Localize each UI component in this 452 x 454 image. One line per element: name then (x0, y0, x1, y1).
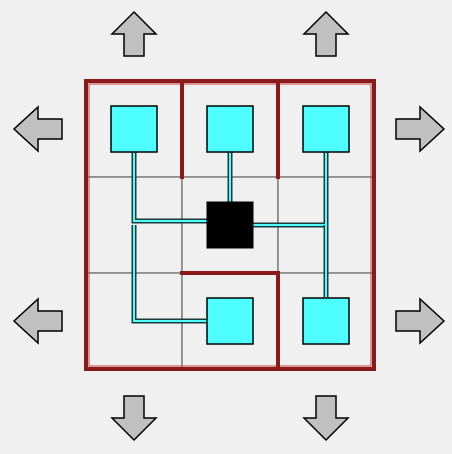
arrow-left-icon[interactable] (12, 105, 63, 153)
arrow-up-icon[interactable] (110, 10, 158, 57)
board-outer-wall-highlight (88, 83, 372, 367)
cyan-square-endpoint (302, 105, 350, 153)
pipe-to-top-left (133, 146, 230, 222)
board-outer-wall (84, 79, 376, 371)
arrow-right-icon[interactable] (395, 297, 446, 345)
cyan-square-endpoint (110, 105, 158, 153)
arrow-down-icon[interactable] (302, 395, 350, 442)
pipe-to-bottom-middle (133, 225, 206, 322)
arrow-up-icon[interactable] (302, 10, 350, 57)
cyan-square-endpoint (302, 297, 350, 345)
arrow-right-icon[interactable] (395, 105, 446, 153)
arrow-left-icon[interactable] (12, 297, 63, 345)
black-square-source (206, 201, 254, 249)
arrow-down-icon[interactable] (110, 395, 158, 442)
cyan-square-endpoint (206, 105, 254, 153)
cyan-square-endpoint (206, 297, 254, 345)
